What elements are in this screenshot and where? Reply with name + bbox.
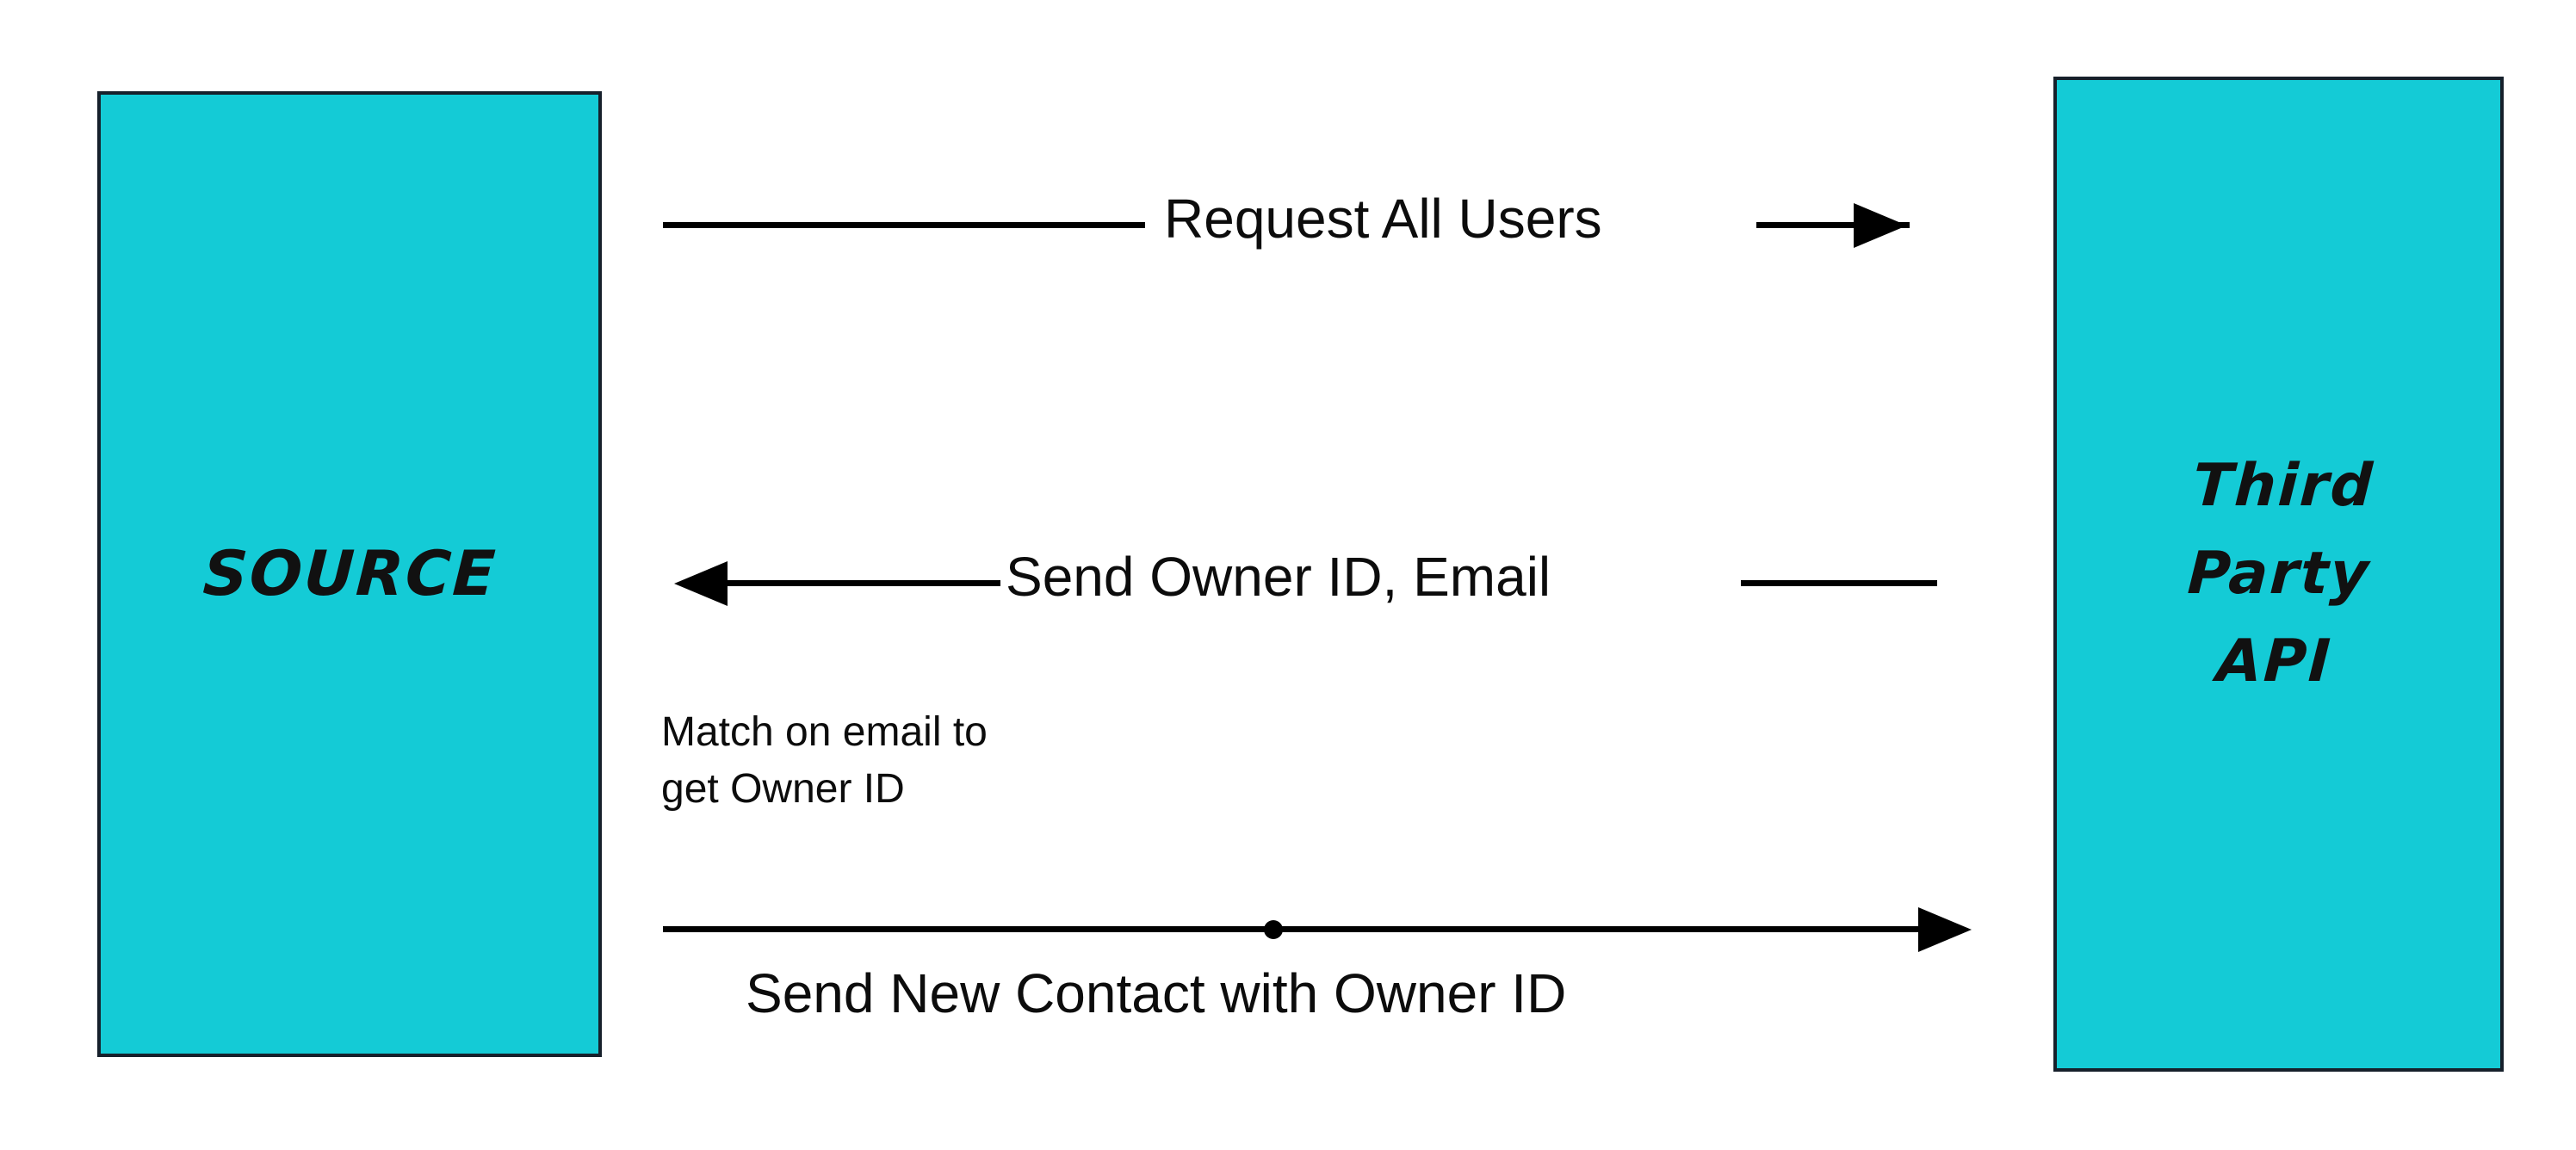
message-send-new-contact-label: Send New Contact with Owner ID [746,962,1567,1024]
note-match-on-email: Match on email to get Owner ID [661,709,988,813]
arrowhead-right-icon [1918,907,1972,952]
message-send-owner-id-label: Send Owner ID, Email [1006,546,1551,608]
message-send-new-contact-line [663,926,1922,932]
node-api-label-line-1: Third [2190,452,2376,520]
node-source[interactable]: SOURCE [97,91,602,1057]
message-send-owner-id-line-left [723,580,1000,586]
node-third-party-api[interactable]: Third Party API [2053,77,2504,1072]
node-api-label-line-2: Party [2185,540,2372,608]
arrowhead-left-icon [674,561,728,606]
message-request-all-users-label: Request All Users [1164,188,1602,250]
message-send-owner-id-line-right [1741,580,1937,586]
arrowhead-right-icon [1854,203,1907,248]
midpoint-dot-icon [1264,920,1283,939]
message-request-all-users-line-left [663,222,1145,228]
node-third-party-api-label: Third Party API [2181,442,2377,706]
node-source-label: SOURCE [201,537,498,610]
node-api-label-line-3: API [2214,628,2334,696]
message-request-all-users-line-right [1756,222,1910,228]
